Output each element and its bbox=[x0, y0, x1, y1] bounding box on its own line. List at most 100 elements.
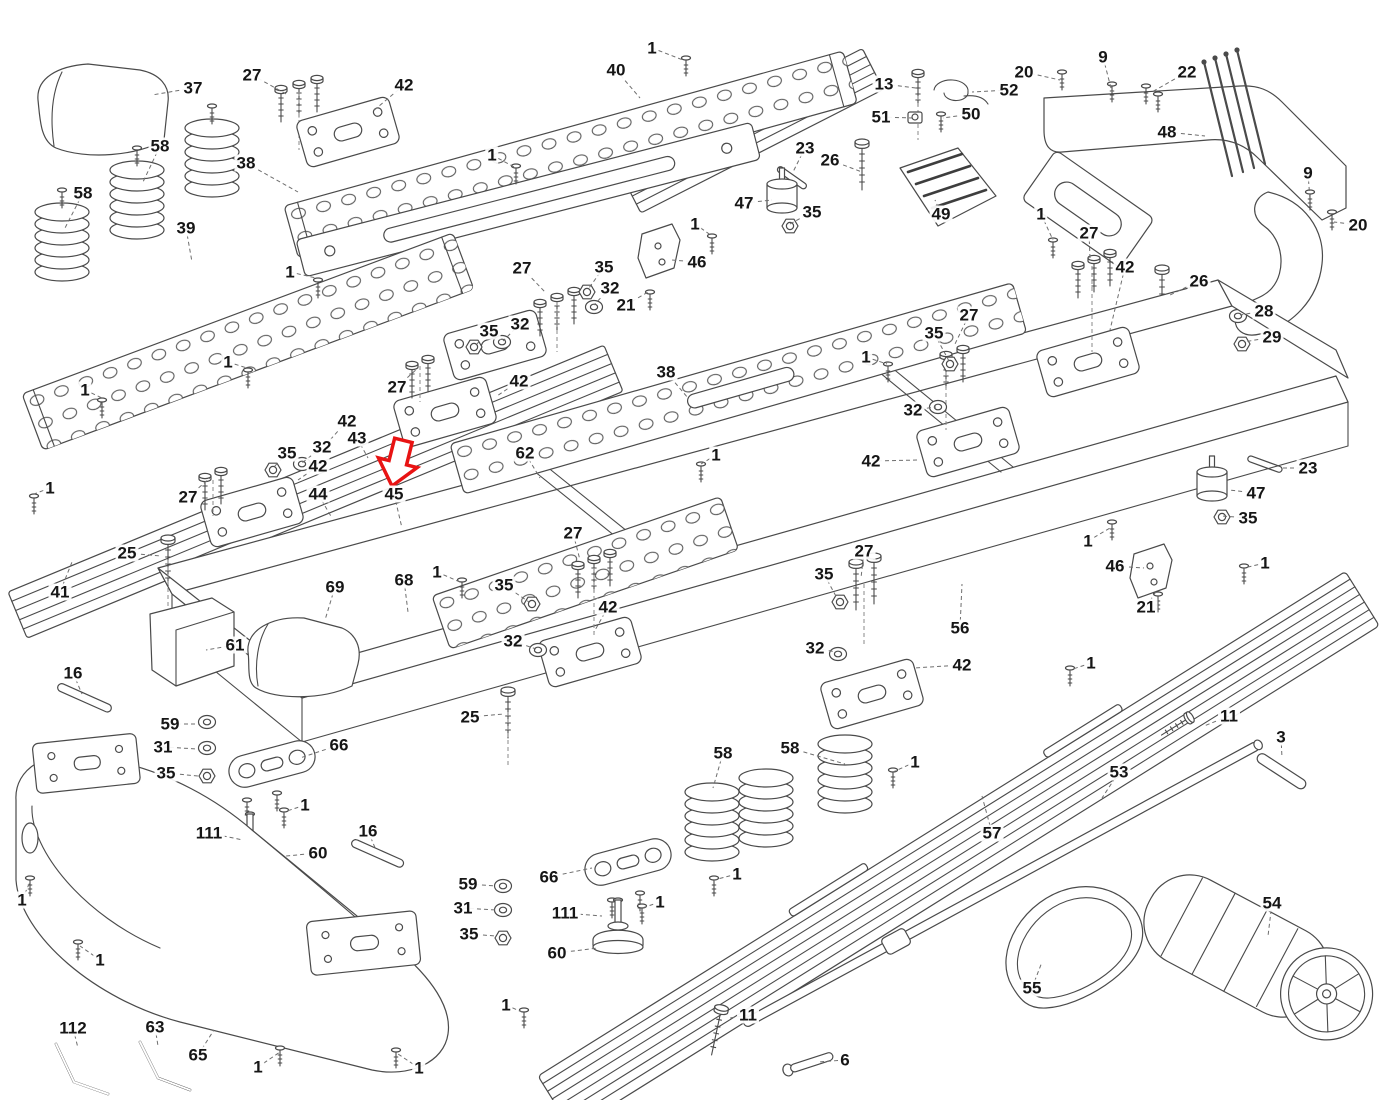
part-label-22: 22 bbox=[1175, 62, 1199, 82]
part-label-47: 47 bbox=[732, 193, 756, 213]
part-label-23: 23 bbox=[793, 138, 817, 158]
leader-line bbox=[1307, 172, 1311, 201]
leader-line bbox=[665, 371, 689, 399]
leader-line bbox=[1102, 56, 1113, 93]
leader-line bbox=[712, 752, 724, 789]
part-label-35: 35 bbox=[922, 323, 946, 343]
leader-line bbox=[396, 367, 419, 388]
leader-line bbox=[521, 267, 546, 293]
part-label-68: 68 bbox=[392, 570, 416, 590]
leader-line bbox=[324, 586, 336, 621]
part-label-47: 47 bbox=[1244, 483, 1268, 503]
part-label-20: 20 bbox=[1012, 62, 1036, 82]
leader-line bbox=[126, 552, 162, 557]
highlight-arrow bbox=[375, 436, 422, 489]
part-label-111: 111 bbox=[549, 903, 581, 923]
part-label-39: 39 bbox=[174, 218, 198, 238]
part-label-63: 63 bbox=[143, 1017, 167, 1037]
leader-line bbox=[185, 227, 193, 263]
leader-line bbox=[588, 266, 605, 289]
leader-line bbox=[971, 89, 1010, 93]
leader-line bbox=[651, 47, 684, 61]
leader-line bbox=[743, 199, 773, 204]
leader-line bbox=[469, 713, 505, 718]
part-label-32: 32 bbox=[803, 638, 827, 658]
part-label-1: 1 bbox=[485, 145, 499, 165]
part-label-42: 42 bbox=[596, 597, 620, 617]
part-label-49: 49 bbox=[929, 204, 953, 224]
leader-line bbox=[285, 852, 319, 857]
part-label-59: 59 bbox=[456, 874, 480, 894]
part-label-32: 32 bbox=[310, 437, 334, 457]
part-label-42: 42 bbox=[950, 655, 974, 675]
leader-line bbox=[1023, 71, 1061, 81]
leader-line bbox=[880, 116, 913, 119]
part-label-52: 52 bbox=[997, 80, 1021, 100]
part-label-59: 59 bbox=[158, 714, 182, 734]
part-label-31: 31 bbox=[151, 737, 175, 757]
part-label-35: 35 bbox=[275, 443, 299, 463]
part-label-45: 45 bbox=[382, 484, 406, 504]
part-label-21: 21 bbox=[614, 295, 638, 315]
part-label-1: 1 bbox=[412, 1058, 426, 1078]
part-label-32: 32 bbox=[501, 631, 525, 651]
part-label-16: 16 bbox=[61, 663, 85, 683]
leader-line bbox=[933, 332, 950, 362]
leader-line bbox=[197, 1029, 215, 1056]
part-label-1: 1 bbox=[645, 38, 659, 58]
leader-line bbox=[1267, 902, 1273, 937]
part-label-1: 1 bbox=[1081, 531, 1095, 551]
part-label-1: 1 bbox=[430, 562, 444, 582]
part-label-69: 69 bbox=[323, 577, 347, 597]
leader-line bbox=[462, 907, 497, 911]
part-label-16: 16 bbox=[356, 821, 380, 841]
leader-line bbox=[491, 154, 517, 169]
part-label-111: 111 bbox=[193, 823, 225, 843]
leader-line bbox=[883, 83, 917, 89]
leader-line bbox=[1101, 771, 1120, 799]
leader-line bbox=[468, 933, 497, 937]
part-label-3: 3 bbox=[1274, 727, 1288, 747]
part-label-27: 27 bbox=[510, 258, 534, 278]
part-label-66: 66 bbox=[537, 867, 561, 887]
part-label-27: 27 bbox=[240, 65, 264, 85]
part-label-42: 42 bbox=[1113, 257, 1137, 277]
part-label-35: 35 bbox=[812, 564, 836, 584]
part-label-58: 58 bbox=[778, 738, 802, 758]
leader-line bbox=[257, 1051, 281, 1068]
part-label-25: 25 bbox=[115, 543, 139, 563]
part-label-1: 1 bbox=[15, 890, 29, 910]
part-label-46: 46 bbox=[685, 252, 709, 272]
part-label-11: 11 bbox=[1218, 706, 1240, 726]
part-label-35: 35 bbox=[492, 575, 516, 595]
part-label-42: 42 bbox=[859, 451, 883, 471]
leader-line bbox=[817, 1059, 846, 1063]
leader-line bbox=[615, 69, 641, 99]
part-label-42: 42 bbox=[306, 456, 330, 476]
part-label-35: 35 bbox=[477, 321, 501, 341]
leader-line bbox=[503, 584, 530, 603]
part-label-1: 1 bbox=[688, 214, 702, 234]
leader-line bbox=[397, 1053, 420, 1069]
part-label-27: 27 bbox=[176, 487, 200, 507]
part-label-1: 1 bbox=[908, 752, 922, 772]
part-label-27: 27 bbox=[852, 541, 876, 561]
part-label-62: 62 bbox=[513, 443, 537, 463]
part-label-35: 35 bbox=[592, 257, 616, 277]
leader-line bbox=[981, 795, 993, 834]
leader-line bbox=[1040, 213, 1054, 241]
part-label-65: 65 bbox=[186, 1045, 210, 1065]
part-label-112: 112 bbox=[57, 1018, 89, 1038]
leader-line bbox=[1031, 961, 1043, 989]
leader-line bbox=[1228, 489, 1257, 494]
part-label-58: 58 bbox=[148, 136, 172, 156]
leader-line bbox=[1087, 527, 1111, 542]
leader-line bbox=[942, 113, 972, 119]
leader-line bbox=[829, 159, 863, 173]
leader-line bbox=[792, 147, 806, 173]
part-label-58: 58 bbox=[711, 743, 735, 763]
part-label-51: 51 bbox=[869, 107, 893, 127]
